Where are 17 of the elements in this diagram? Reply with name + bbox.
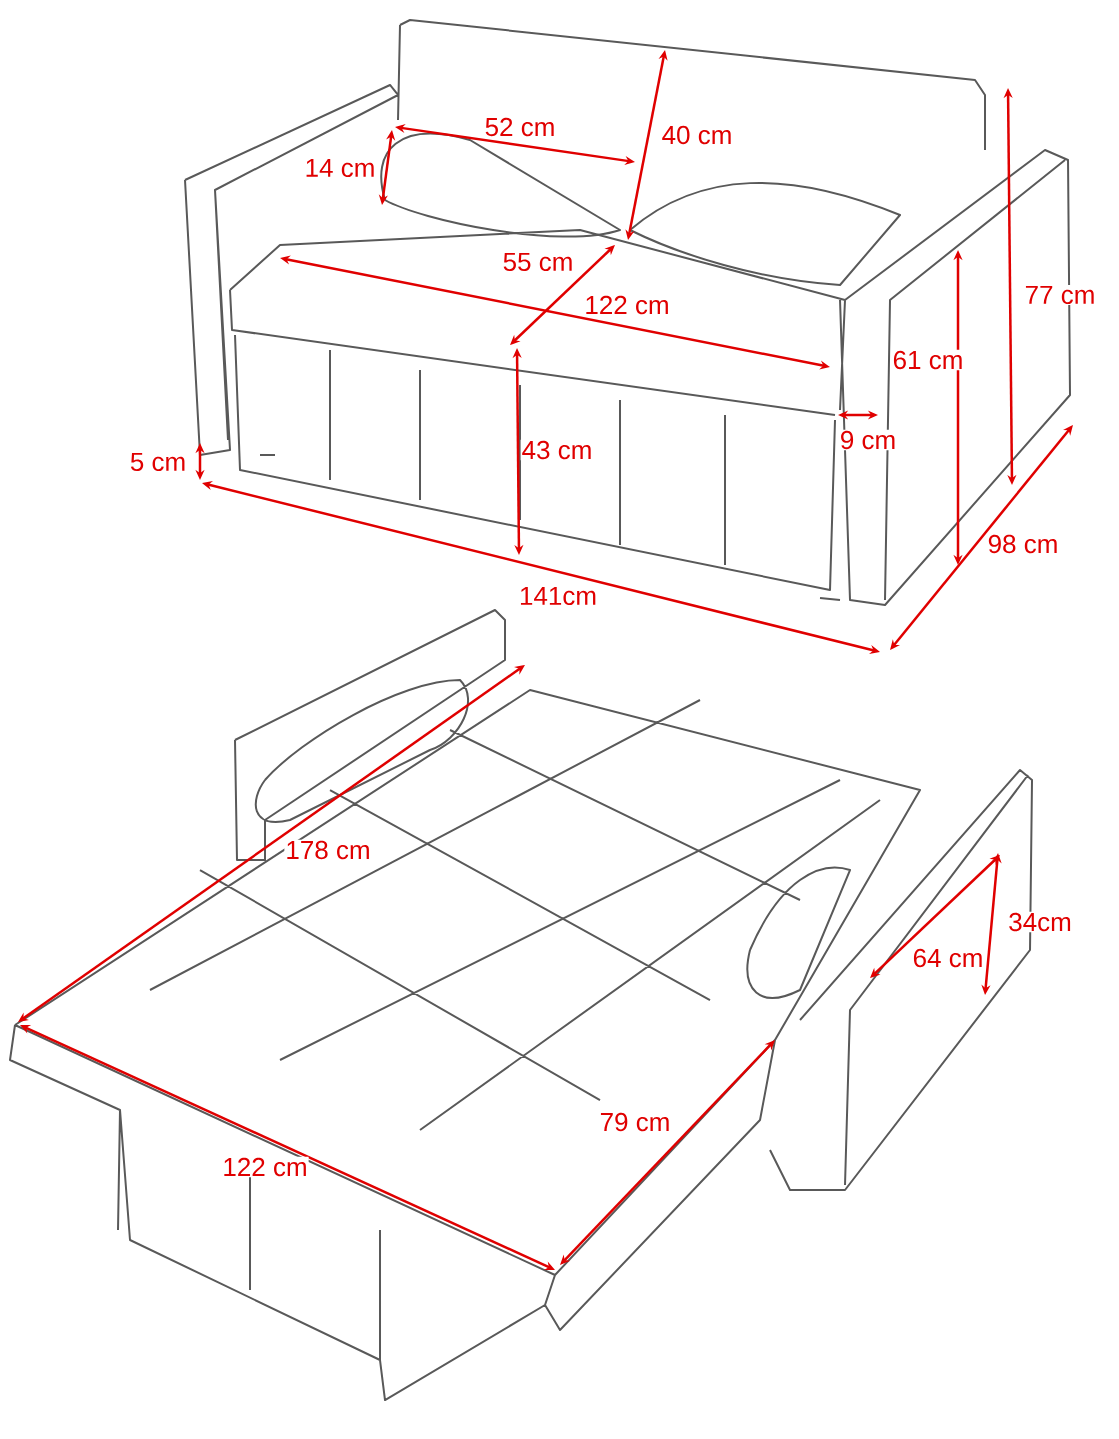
dimension-label: 52 cm (483, 116, 557, 138)
dimension-label: 79 cm (598, 1111, 672, 1133)
dimension-label: 61 cm (891, 349, 965, 371)
dimension-label: 34cm (1007, 911, 1073, 933)
dimension-label: 64 cm (911, 947, 985, 969)
dimension-label: 5 cm (128, 451, 188, 473)
dimension-label: 14 cm (303, 157, 377, 179)
dimension-label: 9 cm (838, 429, 898, 451)
dimension-label: 122 cm (221, 1156, 309, 1178)
dimension-label: 141cm (518, 585, 599, 607)
dimension-label: 98 cm (986, 533, 1060, 555)
dimension-label: 40 cm (660, 124, 734, 146)
dimension-label: 77 cm (1023, 284, 1097, 306)
dimension-label: 178 cm (284, 839, 372, 861)
dimension-label: 43 cm (520, 439, 594, 461)
dimension-label: 55 cm (501, 251, 575, 273)
dimension-label: 122 cm (583, 294, 671, 316)
